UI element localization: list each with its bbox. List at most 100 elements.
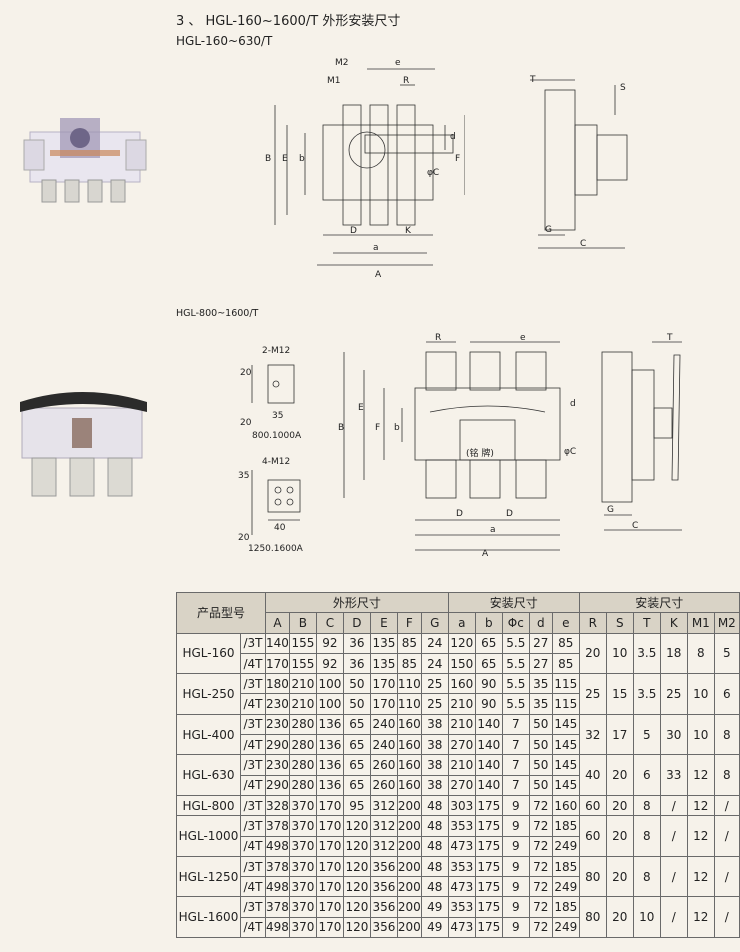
variant-cell: /3T [240, 673, 266, 695]
model-cell: HGL-1600 [176, 896, 241, 939]
install-cell: 8 [713, 754, 740, 796]
install-cell: / [659, 855, 688, 898]
label-F: F [455, 154, 460, 164]
col-header: K [659, 612, 688, 634]
install-cell: 10 [605, 632, 634, 675]
value-cell: 170 [315, 876, 344, 898]
value-cell: 170 [315, 794, 344, 817]
label-K: K [405, 226, 412, 236]
value-cell: 240 [369, 713, 398, 736]
value-cell: 370 [288, 916, 317, 939]
variant-cell: /4T [240, 693, 266, 715]
model-header: 产品型号 [176, 592, 266, 634]
value-cell: 200 [396, 916, 422, 939]
value-cell: 85 [396, 632, 422, 654]
value-cell: 170 [315, 835, 344, 857]
value-cell: 356 [369, 896, 398, 918]
value-cell: 370 [288, 815, 317, 837]
value-cell: 155 [288, 652, 317, 675]
value-cell: 303 [447, 794, 476, 817]
value-cell: 136 [315, 713, 344, 736]
value-cell: 249 [551, 876, 580, 898]
model-cell: HGL-800 [176, 794, 241, 817]
value-cell: 140 [265, 632, 290, 654]
value-cell: 50 [342, 693, 371, 715]
value-cell: 370 [288, 794, 317, 817]
value-cell: 185 [551, 855, 580, 878]
value-cell: 356 [369, 855, 398, 878]
group-install-header: 安装尺寸 [447, 591, 580, 614]
value-cell: 145 [551, 774, 580, 796]
value-cell: 170 [265, 652, 290, 675]
label2-B: B [338, 423, 344, 433]
value-cell: 249 [551, 835, 580, 857]
value-cell: 92 [315, 632, 344, 654]
col-header: R [578, 612, 607, 634]
value-cell: 280 [288, 754, 317, 776]
value-cell: 473 [447, 876, 476, 898]
value-cell: 65 [474, 652, 503, 675]
col-header: M2 [713, 612, 740, 634]
value-cell: 24 [420, 652, 449, 675]
install-cell: / [713, 794, 740, 817]
col-header: d [528, 612, 553, 634]
value-cell: 35 [528, 673, 553, 695]
value-cell: 65 [474, 632, 503, 654]
label-b: b [299, 154, 305, 164]
install-cell: 8 [632, 794, 661, 817]
col-header: S [605, 612, 634, 634]
value-cell: 185 [551, 896, 580, 918]
value-cell: 175 [474, 815, 503, 837]
drawing-2-terminals: 2-M12 20 35 20 800.1000A 35 4-M12 40 20 … [238, 346, 304, 554]
install-cell: 17 [605, 713, 634, 756]
value-cell: 9 [501, 835, 530, 857]
col-header: B [288, 612, 317, 634]
value-cell: 170 [369, 673, 398, 695]
variant-cell: /4T [240, 734, 266, 756]
install-cell: 60 [578, 794, 607, 817]
value-cell: 120 [342, 876, 371, 898]
model-cell: HGL-250 [176, 673, 241, 715]
value-cell: 72 [528, 876, 553, 898]
variant-cell: /3T [240, 794, 266, 817]
value-cell: 7 [501, 734, 530, 756]
install-cell: 12 [686, 754, 715, 796]
value-cell: 175 [474, 896, 503, 918]
value-cell: 200 [396, 896, 422, 918]
value-cell: 7 [501, 754, 530, 776]
label2-A: A [482, 549, 489, 559]
value-cell: 230 [265, 754, 290, 776]
drawing-1-subtitle: HGL-160~630/T [176, 34, 273, 48]
value-cell: 48 [420, 815, 449, 837]
value-cell: 120 [342, 815, 371, 837]
value-cell: 140 [474, 713, 503, 736]
value-cell: 49 [420, 916, 449, 939]
install-cell: 60 [578, 815, 607, 857]
value-cell: 356 [369, 916, 398, 939]
variant-cell: /3T [240, 632, 266, 654]
value-cell: 210 [447, 754, 476, 776]
value-cell: 270 [447, 734, 476, 756]
install-cell: / [713, 896, 740, 939]
value-cell: 48 [420, 835, 449, 857]
value-cell: 5.5 [501, 652, 530, 675]
terminal-label-4-M12: 4-M12 [262, 457, 290, 467]
value-cell: 50 [342, 673, 371, 695]
value-cell: 378 [265, 815, 290, 837]
value-cell: 210 [288, 693, 317, 715]
value-cell: 185 [551, 815, 580, 837]
value-cell: 200 [396, 835, 422, 857]
value-cell: 24 [420, 632, 449, 654]
value-cell: 378 [265, 896, 290, 918]
install-cell: 6 [713, 673, 740, 715]
value-cell: 210 [447, 693, 476, 715]
model-cell: HGL-630 [176, 754, 241, 796]
model-cell: HGL-160 [176, 632, 241, 675]
value-cell: 498 [265, 835, 290, 857]
label-M2: M2 [335, 58, 349, 68]
value-cell: 110 [396, 673, 422, 695]
